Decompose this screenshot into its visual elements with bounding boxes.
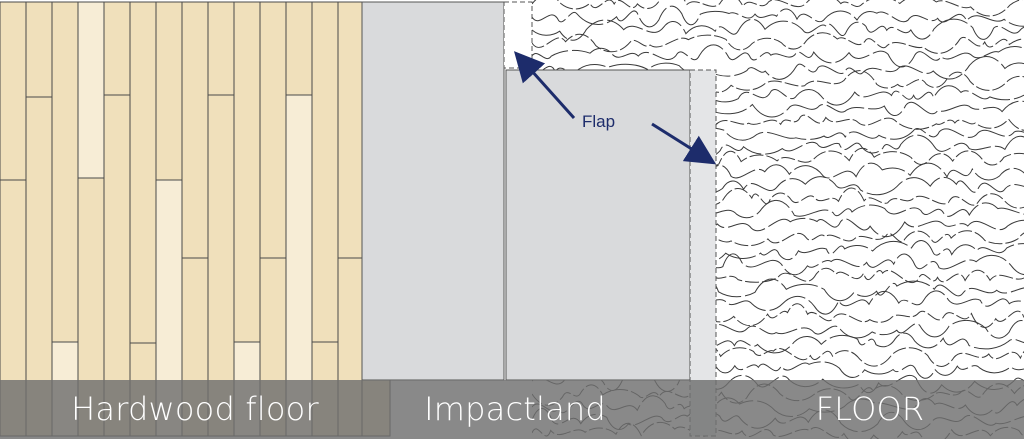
hardwood-floor: [0, 1, 391, 437]
contour-line: [532, 56, 1024, 80]
plank: [25, 1, 53, 98]
plank: [181, 1, 209, 259]
contour-line: [532, 303, 1024, 328]
plank: [337, 1, 363, 259]
impactland-label: Impactland: [424, 390, 606, 428]
contour-line: [532, 5, 1024, 28]
plank: [285, 1, 313, 96]
contour-line: [532, 32, 1024, 54]
arrow-icon: [513, 51, 576, 120]
plank: [129, 1, 157, 344]
plank: [25, 96, 53, 437]
plank: [259, 1, 287, 259]
plank: [207, 1, 235, 96]
contour-line: [532, 18, 1024, 41]
plank: [233, 1, 261, 343]
plank: [0, 1, 27, 181]
contour-line: [532, 0, 1023, 17]
contour-line: [532, 229, 1024, 248]
contour-line: [532, 44, 1024, 68]
arrow-icon: [651, 122, 717, 165]
plank: [51, 1, 79, 343]
plank: [285, 94, 313, 437]
plank: [77, 1, 105, 179]
plank: [103, 1, 131, 96]
floor-label: FLOOR: [815, 390, 925, 428]
plank: [311, 1, 339, 343]
plank: [155, 1, 183, 181]
hardwood-floor-label: Hardwood floor: [71, 390, 319, 428]
flap-label: Flap: [582, 112, 616, 131]
label-band: [0, 380, 1024, 439]
impactland-layer: [361, 1, 691, 381]
